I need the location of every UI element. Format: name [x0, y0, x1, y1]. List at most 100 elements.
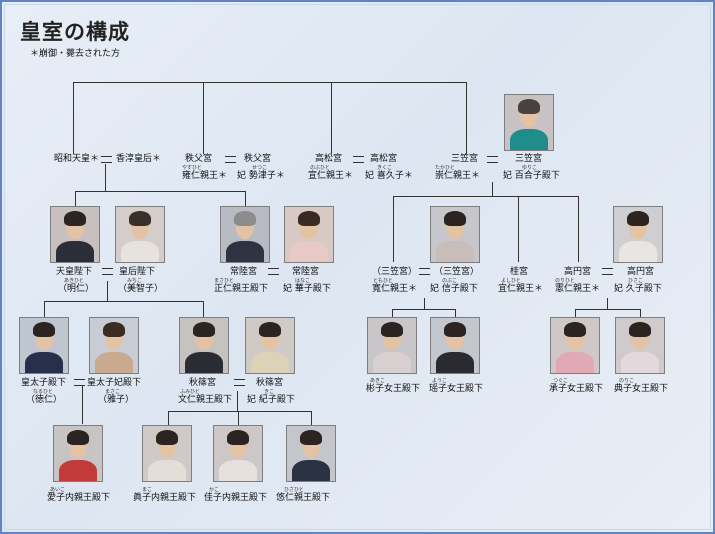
- ruby-akiko: あきこ: [370, 378, 386, 384]
- portrait-tsuguko: [550, 317, 600, 374]
- name-tomohito: 寬仁親王＊: [372, 284, 418, 294]
- ruby-mako: まこ: [142, 487, 153, 493]
- line-takamado-children: [575, 309, 641, 310]
- ruby-takamatsu-wife: きくこ: [377, 165, 393, 171]
- line-emperor: [75, 191, 76, 206]
- name-empress: （美智子）: [118, 284, 164, 294]
- name-tsuguko: 承子女王殿下: [549, 384, 604, 394]
- title-chichibu-husband: 秩父宮: [185, 154, 213, 164]
- name-hitachi-husband: 正仁親王殿下: [214, 284, 269, 294]
- name-takamatsu-wife: 妃 喜久子＊: [365, 171, 413, 181]
- portrait-akishino-wife: [245, 317, 295, 374]
- marriage-hitachi: [268, 268, 279, 275]
- line-takamado: [578, 196, 579, 262]
- line-tomohito-children: [392, 309, 456, 310]
- line-takamado-down: [607, 298, 608, 309]
- name-akishino-wife: 妃 紀子殿下: [247, 395, 295, 405]
- name-nobuko: 妃 信子殿下: [430, 284, 478, 294]
- line-mikasa: [466, 82, 467, 154]
- marriage-crown-prince: [74, 379, 85, 386]
- name-chichibu-wife: 妃 勢津子＊: [237, 171, 285, 181]
- title-crown-prince: 皇太子殿下: [21, 378, 67, 388]
- line-takamatsu: [331, 82, 332, 154]
- title-takamatsu-husband: 高松宮: [315, 154, 343, 164]
- name-katsura: 宜仁親王＊: [498, 284, 544, 294]
- ruby-tsuguko: つぐこ: [553, 378, 569, 384]
- name-hisahito: 悠仁親王殿下: [276, 493, 331, 503]
- marriage-mikasa: [487, 156, 498, 163]
- name-takamatsu-husband: 宣仁親王＊: [308, 171, 354, 181]
- line-akishino-children: [168, 411, 312, 412]
- ruby-takamatsu-husband: のぶひと: [310, 165, 330, 171]
- line-hitachi: [245, 191, 246, 206]
- name-chichibu-husband: 雍仁親王＊: [182, 171, 228, 181]
- ruby-noriko: のりこ: [619, 378, 635, 384]
- ruby-katsura: よしひと: [501, 278, 521, 284]
- ruby-akishino-husband: ふみひと: [180, 389, 200, 395]
- name-mikasa-husband: 崇仁親王＊: [435, 171, 481, 181]
- ruby-chichibu-wife: せつこ: [252, 165, 268, 171]
- marriage-takamado: [602, 268, 613, 275]
- portrait-nobuko: [430, 206, 480, 263]
- portrait-crown-prince: [19, 317, 69, 374]
- portrait-kako: [213, 425, 263, 482]
- title-mikasa-wife: 三笠宮: [515, 154, 543, 164]
- line-tomohito: [393, 196, 394, 262]
- portrait-noriko: [615, 317, 665, 374]
- ruby-mikasa-wife: ゆりこ: [522, 165, 538, 171]
- line-tomohito-down: [424, 298, 425, 309]
- portrait-yuriko: [504, 94, 554, 151]
- marriage-tomohito: [419, 268, 430, 275]
- title-crown-princess: 皇太子妃殿下: [87, 378, 142, 388]
- marriage-emperor: [102, 268, 113, 275]
- line-akishino-down: [237, 391, 238, 411]
- portrait-akishino-husband: [179, 317, 229, 374]
- marriage-chichibu: [225, 156, 236, 163]
- title-emperor: 天皇陛下: [56, 267, 93, 277]
- title-nobuko: （三笠宮）: [434, 267, 480, 277]
- line-showa-down: [105, 164, 106, 191]
- ruby-mikasa-husband: たかひと: [435, 165, 455, 171]
- line-noriko: [640, 309, 641, 318]
- page-title: 皇室の構成: [20, 19, 130, 44]
- line-akishino: [203, 301, 204, 317]
- portrait-empress: [115, 206, 165, 263]
- name-showa: 昭和天皇＊: [54, 154, 100, 164]
- name-crown-princess: （雅子）: [98, 395, 135, 405]
- marriage-akishino: [234, 379, 245, 386]
- line-katsura: [518, 196, 519, 262]
- line-tsuguko: [575, 309, 576, 318]
- ruby-hitachi-husband: まさひと: [214, 278, 234, 284]
- name-yoko: 瑶子女王殿下: [429, 384, 484, 394]
- title-chichibu-wife: 秩父宮: [244, 154, 272, 164]
- title-empress: 皇后陛下: [119, 267, 156, 277]
- line-showa-children: [75, 191, 246, 192]
- marriage-showa: [101, 156, 112, 163]
- title-hitachi-wife: 常陸宮: [292, 267, 320, 277]
- portrait-yoko: [430, 317, 480, 374]
- ruby-hitachi-wife: はなこ: [295, 278, 311, 284]
- ruby-crown-princess: まさこ: [105, 389, 121, 395]
- ruby-yoko: ようこ: [432, 378, 448, 384]
- line-mikasa-children: [393, 196, 579, 197]
- portrait-akiko: [367, 317, 417, 374]
- portrait-emperor: [50, 206, 100, 263]
- name-takamado-wife: 妃 久子殿下: [614, 284, 662, 294]
- title-mikasa-husband: 三笠宮: [451, 154, 479, 164]
- portrait-crown-princess: [89, 317, 139, 374]
- top-connector: [73, 82, 467, 83]
- marriage-takamatsu: [353, 156, 364, 163]
- portrait-mako: [142, 425, 192, 482]
- name-akishino-husband: 文仁親王殿下: [178, 395, 233, 405]
- line-mikasa-down: [492, 182, 493, 196]
- portrait-aiko: [53, 425, 103, 482]
- title-akishino-wife: 秋篠宮: [256, 378, 284, 388]
- line-crown-prince: [44, 301, 45, 317]
- title-takamado-wife: 高円宮: [627, 267, 655, 277]
- portrait-hitachi-wife: [284, 206, 334, 263]
- name-akiko: 彬子女王殿下: [366, 384, 421, 394]
- ruby-nobuko: のぶこ: [442, 278, 458, 284]
- line-kako: [238, 411, 239, 425]
- title-akishino-husband: 秋篠宮: [189, 378, 217, 388]
